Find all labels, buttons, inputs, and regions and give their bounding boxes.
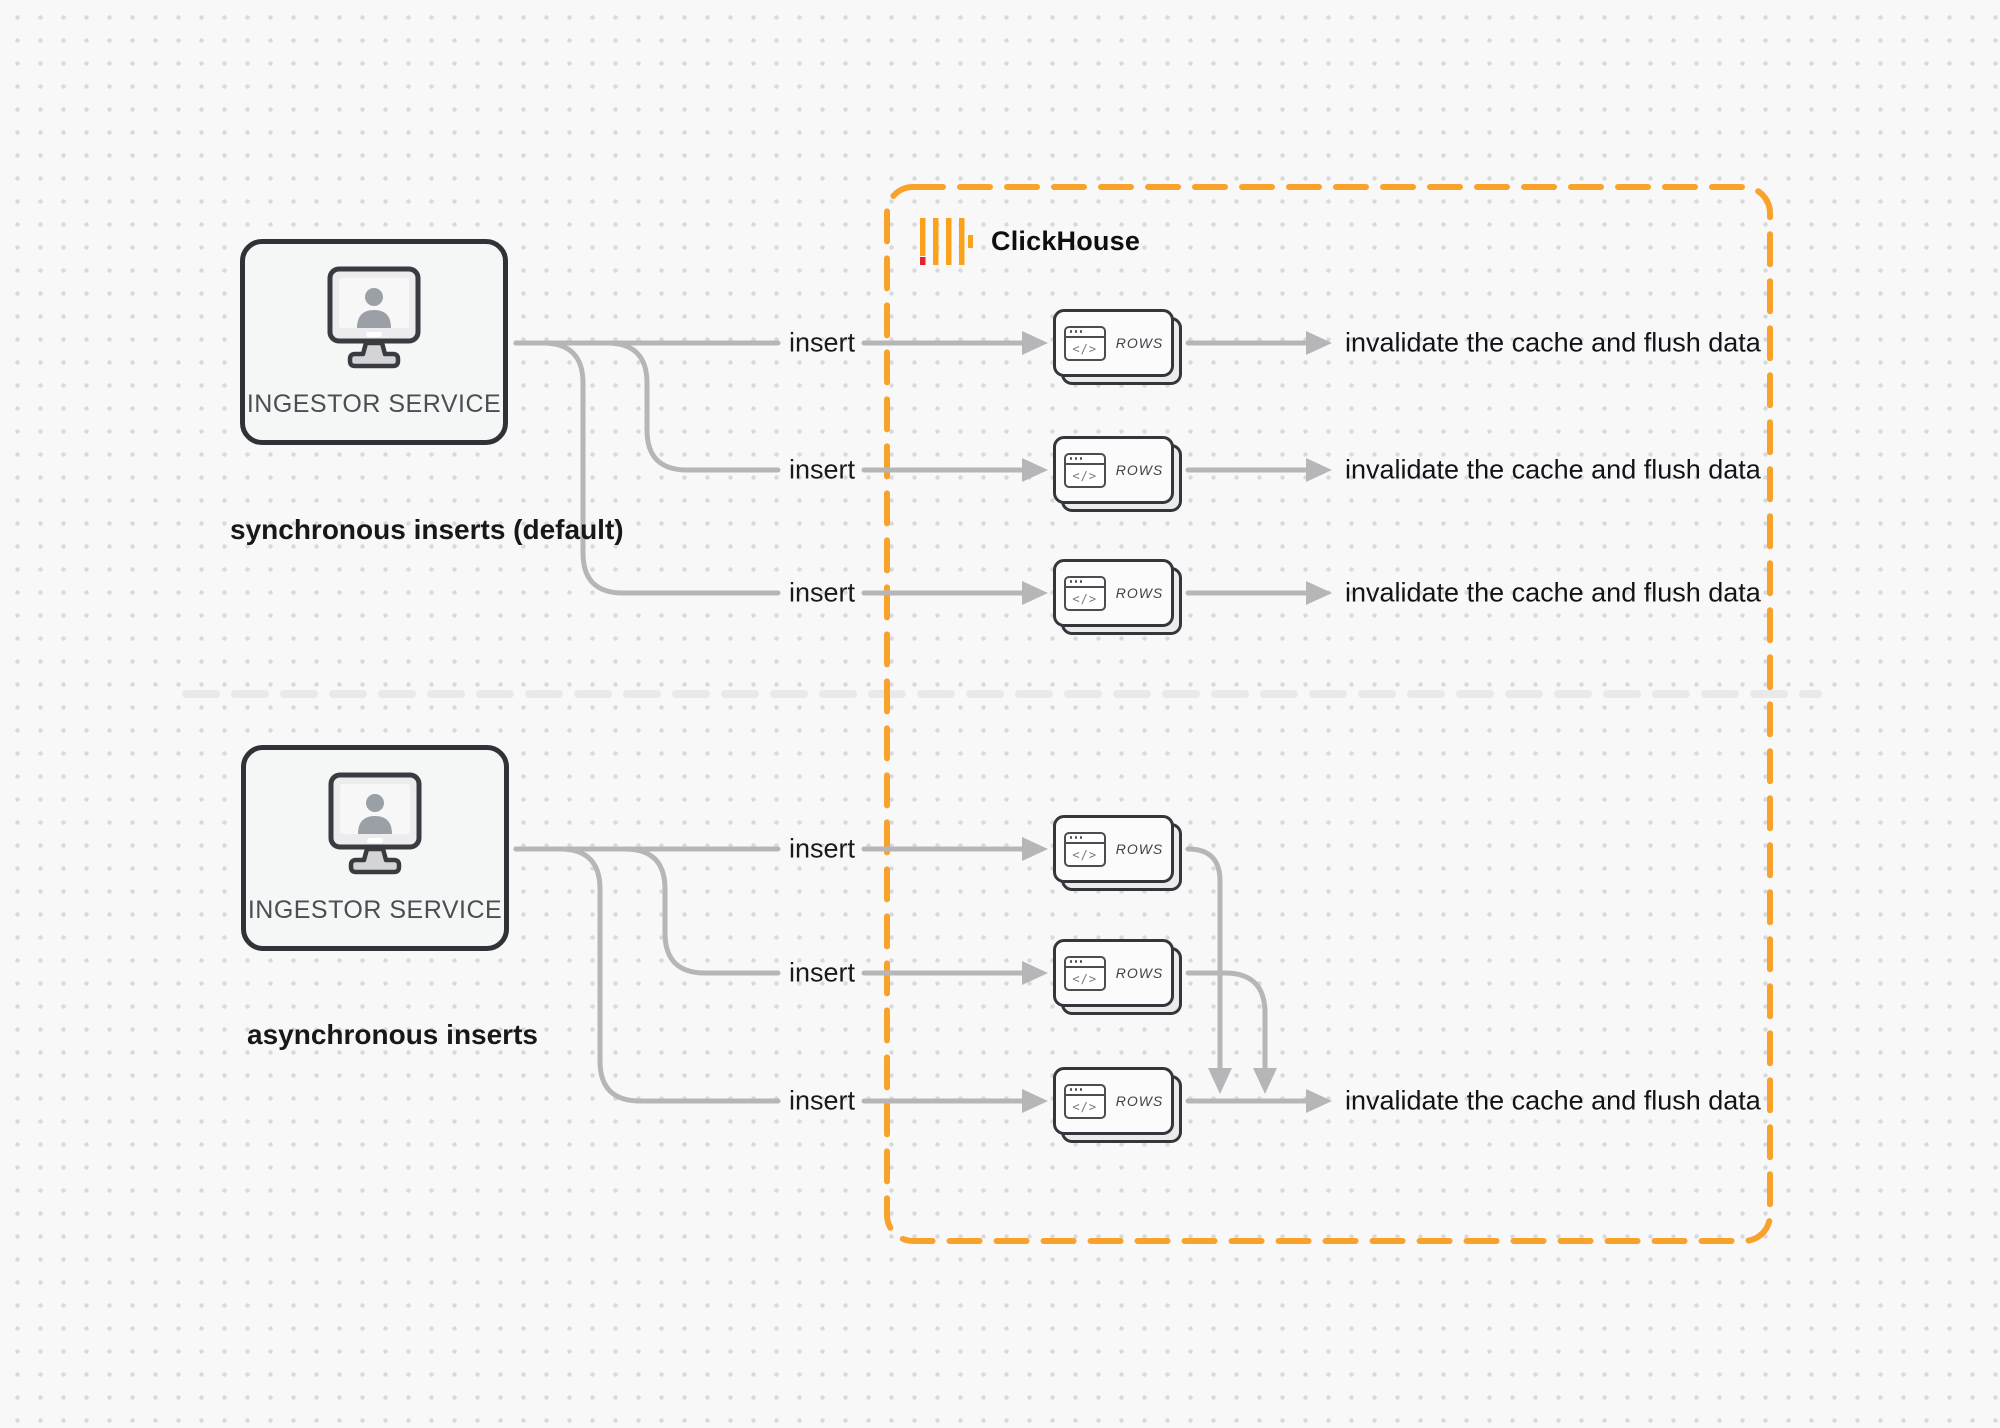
- code-window-icon: </>: [1063, 955, 1106, 991]
- rows-label: ROWS: [1115, 965, 1164, 981]
- rows-card: </> ROWS: [1053, 309, 1183, 386]
- code-window-icon: </>: [1063, 831, 1106, 867]
- service-label: INGESTOR SERVICE: [246, 389, 502, 418]
- ingestor-service-box-async: INGESTOR SERVICE: [241, 745, 509, 951]
- rows-card: </> ROWS: [1053, 815, 1183, 892]
- rows-card-front: </> ROWS: [1053, 309, 1174, 377]
- rows-label: ROWS: [1115, 335, 1164, 351]
- rows-card-front: </> ROWS: [1053, 815, 1174, 883]
- outcome-label: invalidate the cache and flush data: [1345, 1085, 1761, 1116]
- rows-label: ROWS: [1115, 1093, 1164, 1109]
- monitor-user-icon: [327, 266, 421, 368]
- rows-card-front: </> ROWS: [1053, 939, 1174, 1007]
- clickhouse-dashed-border: [884, 184, 1773, 1244]
- service-label: INGESTOR SERVICE: [247, 895, 503, 924]
- outcome-label: invalidate the cache and flush data: [1345, 577, 1761, 608]
- insert-label: insert: [788, 957, 856, 988]
- code-window-icon: </>: [1063, 575, 1106, 611]
- rows-label: ROWS: [1115, 462, 1164, 478]
- caption-synchronous: synchronous inserts (default): [230, 514, 624, 545]
- insert-label: insert: [788, 454, 856, 485]
- insert-label: insert: [788, 1085, 856, 1116]
- code-window-icon: </>: [1063, 325, 1106, 361]
- outcome-label: invalidate the cache and flush data: [1345, 327, 1761, 358]
- rows-card: </> ROWS: [1053, 436, 1183, 513]
- rows-card-front: </> ROWS: [1053, 1067, 1174, 1135]
- rows-label: ROWS: [1115, 585, 1164, 601]
- rows-label: ROWS: [1115, 841, 1164, 857]
- clickhouse-title: ClickHouse: [991, 226, 1141, 256]
- monitor-user-icon: [328, 772, 422, 874]
- code-window-icon: </>: [1063, 1083, 1106, 1119]
- rows-card-front: </> ROWS: [1053, 436, 1174, 504]
- rows-card: </> ROWS: [1053, 559, 1183, 636]
- caption-asynchronous: asynchronous inserts: [247, 1019, 538, 1050]
- rows-card-front: </> ROWS: [1053, 559, 1174, 627]
- insert-label: insert: [788, 577, 856, 608]
- rows-card: </> ROWS: [1053, 1067, 1183, 1144]
- ingestor-service-box-sync: INGESTOR SERVICE: [240, 239, 508, 445]
- insert-label: insert: [788, 327, 856, 358]
- clickhouse-header: ClickHouse: [920, 218, 1140, 265]
- outcome-label: invalidate the cache and flush data: [1345, 454, 1761, 485]
- clickhouse-logo-icon: [920, 218, 973, 265]
- rows-card: </> ROWS: [1053, 939, 1183, 1016]
- code-window-icon: </>: [1063, 452, 1106, 488]
- insert-label: insert: [788, 833, 856, 864]
